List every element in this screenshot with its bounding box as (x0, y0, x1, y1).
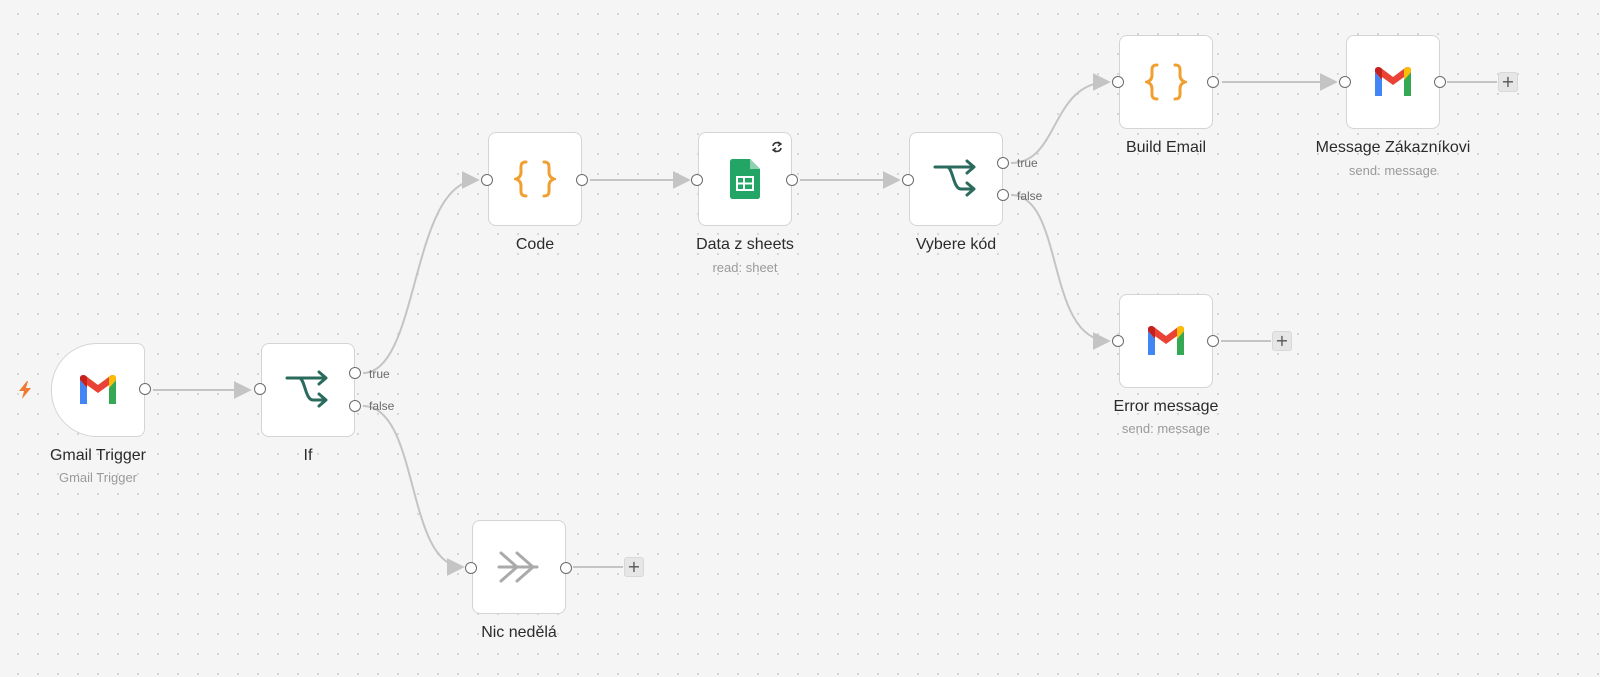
output-port[interactable] (560, 562, 572, 574)
output-label-false: false (1017, 189, 1043, 203)
output-port-true[interactable] (997, 157, 1009, 169)
output-port-false[interactable] (349, 400, 361, 412)
node-title: Build Email (1125, 139, 1207, 156)
node-data-z-sheets[interactable] (691, 132, 798, 226)
output-port[interactable] (786, 174, 798, 186)
node-title: Code (515, 236, 555, 253)
output-port[interactable] (1207, 335, 1219, 347)
connection-if-true-to-code[interactable] (362, 171, 480, 374)
input-port[interactable] (902, 174, 914, 186)
output-port[interactable] (1207, 76, 1219, 88)
node-title: Nic nedělá (481, 624, 557, 641)
node-gmail-trigger[interactable] (51, 343, 151, 437)
connection-if-false-to-nic-nedela[interactable] (362, 405, 465, 576)
node-title: Vybere kód (915, 236, 997, 253)
input-port[interactable] (1339, 76, 1351, 88)
output-port-false[interactable] (997, 189, 1009, 201)
node-error-message[interactable] (1112, 294, 1219, 388)
add-node-button[interactable]: + (1498, 72, 1518, 92)
gmail-icon (74, 366, 122, 414)
node-title: Gmail Trigger (49, 447, 147, 464)
node-vybere-kod[interactable] (902, 132, 1009, 226)
input-port[interactable] (254, 383, 266, 395)
add-node-button[interactable]: + (624, 557, 644, 577)
code-braces-icon (1142, 58, 1190, 106)
node-subtitle: read: sheet (712, 260, 778, 275)
output-port[interactable] (139, 383, 151, 395)
node-subtitle: Gmail Trigger (58, 470, 138, 485)
output-label-true: true (369, 367, 390, 381)
input-port[interactable] (1112, 335, 1124, 347)
input-port[interactable] (465, 562, 477, 574)
node-title: Error message (1113, 398, 1219, 415)
node-title: If (303, 447, 313, 464)
node-nic-nedela[interactable] (465, 520, 572, 614)
node-title: Data z sheets (696, 236, 794, 253)
sync-icon (771, 141, 783, 153)
node-subtitle: send: message (1121, 421, 1211, 436)
node-build-email[interactable] (1112, 35, 1219, 129)
gmail-icon (1142, 317, 1190, 365)
gmail-icon (1369, 58, 1417, 106)
input-port[interactable] (691, 174, 703, 186)
branch-icon (932, 155, 980, 203)
output-port[interactable] (576, 174, 588, 186)
node-code[interactable] (481, 132, 588, 226)
input-port[interactable] (1112, 76, 1124, 88)
node-if[interactable] (254, 343, 361, 437)
branch-icon (284, 366, 332, 414)
add-node-button[interactable]: + (1272, 331, 1292, 351)
node-subtitle: send: message (1348, 163, 1438, 178)
input-port[interactable] (481, 174, 493, 186)
google-sheets-icon (721, 155, 769, 203)
no-op-arrows-icon (495, 543, 543, 591)
output-label-false: false (369, 399, 395, 413)
trigger-bolt-icon (19, 381, 31, 399)
node-title: Message Zákazníkovi (1315, 139, 1471, 156)
code-braces-icon (511, 155, 559, 203)
output-port-true[interactable] (349, 367, 361, 379)
connection-vybere-kod-false-to-error-message[interactable] (1010, 194, 1111, 350)
node-message-zakaznikovi[interactable] (1339, 35, 1446, 129)
output-label-true: true (1017, 156, 1038, 170)
output-port[interactable] (1434, 76, 1446, 88)
